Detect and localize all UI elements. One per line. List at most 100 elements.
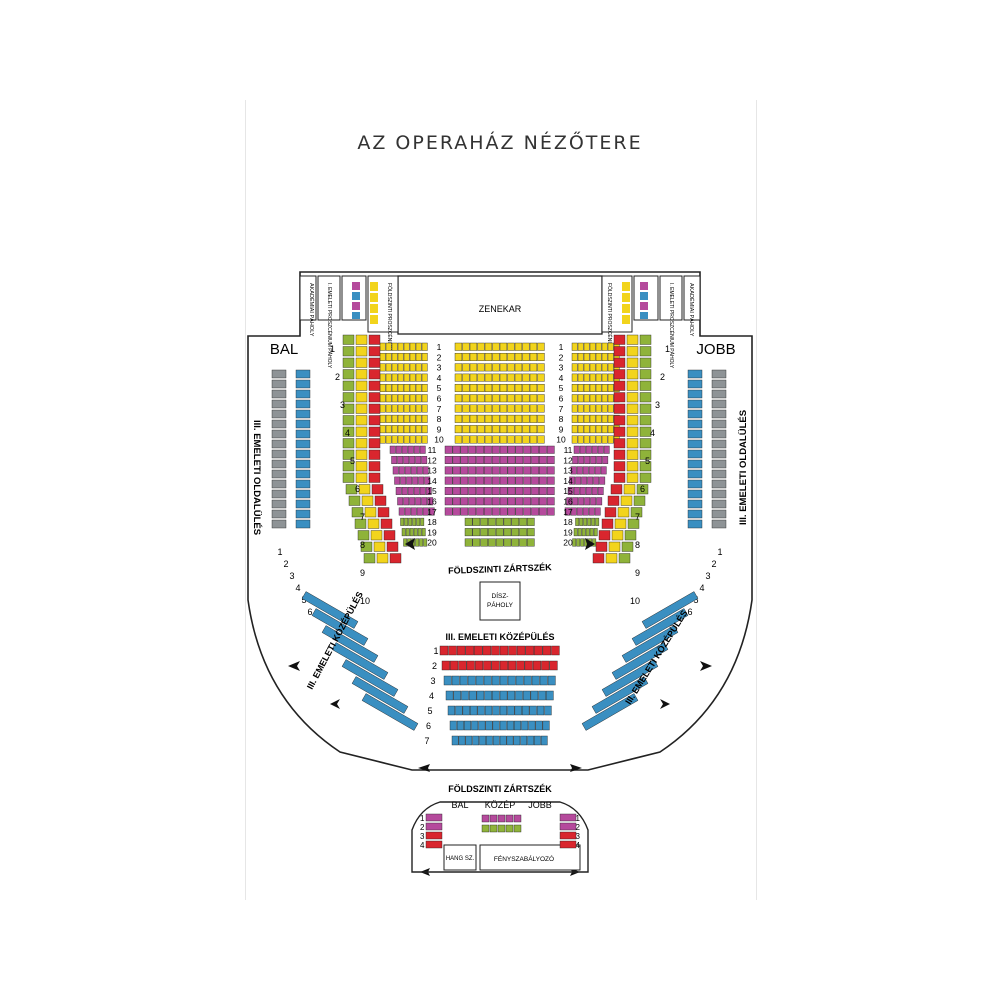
seat[interactable] (444, 507, 453, 516)
seat[interactable] (539, 476, 547, 485)
seat[interactable] (507, 497, 516, 506)
seat[interactable] (415, 425, 422, 434)
seat[interactable] (484, 476, 492, 485)
seat[interactable] (594, 466, 601, 475)
seat[interactable] (607, 342, 614, 351)
box-seat[interactable] (639, 369, 652, 380)
box-seat[interactable] (613, 426, 626, 437)
seat[interactable] (409, 342, 416, 351)
seat[interactable] (462, 353, 470, 361)
seat[interactable] (499, 476, 508, 485)
seat[interactable] (469, 373, 478, 382)
seat[interactable] (423, 538, 428, 547)
gallery-seat[interactable] (271, 459, 287, 469)
seat[interactable] (507, 435, 515, 444)
seat[interactable] (539, 497, 547, 506)
seat[interactable] (599, 476, 606, 485)
seat[interactable] (403, 363, 410, 372)
balcony-seat[interactable] (455, 705, 463, 716)
seat[interactable] (462, 384, 470, 392)
seat[interactable] (514, 425, 523, 434)
seat[interactable] (415, 435, 422, 444)
balcony-seat[interactable] (528, 720, 536, 731)
seat[interactable] (597, 487, 604, 495)
balcony-seat[interactable] (514, 720, 522, 731)
seat[interactable] (589, 384, 596, 392)
gallery-seat[interactable] (687, 509, 703, 519)
box-seat[interactable] (342, 357, 355, 368)
seat[interactable] (519, 538, 527, 547)
seat[interactable] (601, 353, 608, 361)
balcony-seat[interactable] (456, 720, 464, 731)
seat[interactable] (484, 487, 492, 495)
seat[interactable] (577, 353, 584, 361)
seat[interactable] (607, 373, 614, 382)
seat[interactable] (531, 497, 539, 506)
seat[interactable] (391, 404, 398, 413)
seat[interactable] (409, 414, 416, 423)
balcony-seat[interactable] (492, 720, 500, 731)
seat[interactable] (515, 456, 524, 464)
seat[interactable] (484, 414, 493, 423)
seat[interactable] (444, 497, 453, 506)
seat[interactable] (591, 445, 598, 454)
seat[interactable] (511, 538, 520, 547)
box-seat[interactable] (623, 484, 636, 495)
seat[interactable] (409, 435, 416, 444)
gallery-seat[interactable] (505, 814, 514, 823)
balcony-seat[interactable] (491, 675, 500, 686)
seat[interactable] (403, 353, 410, 361)
box-seat[interactable] (376, 553, 389, 564)
gallery-seat[interactable] (513, 824, 522, 833)
seat[interactable] (469, 435, 478, 444)
seat[interactable] (503, 528, 512, 537)
box-seat[interactable] (613, 438, 626, 449)
seat[interactable] (607, 394, 614, 403)
gallery-seat[interactable] (559, 840, 577, 849)
seat[interactable] (522, 394, 530, 403)
seat[interactable] (415, 384, 422, 392)
seat[interactable] (567, 487, 574, 495)
gallery-seat[interactable] (711, 439, 727, 449)
gallery-seat[interactable] (271, 399, 287, 409)
box-seat[interactable] (639, 380, 652, 391)
seat[interactable] (539, 456, 547, 464)
gallery-seat[interactable] (295, 379, 311, 389)
balcony-seat[interactable] (464, 720, 472, 731)
seat[interactable] (603, 445, 610, 454)
balcony-seat[interactable] (541, 660, 550, 671)
seat[interactable] (418, 476, 425, 485)
gallery-seat[interactable] (687, 379, 703, 389)
seat[interactable] (507, 445, 516, 454)
seat[interactable] (462, 394, 470, 403)
seat[interactable] (398, 466, 405, 475)
seat[interactable] (395, 487, 402, 495)
box-seat[interactable] (604, 507, 617, 518)
seat[interactable] (589, 373, 596, 382)
seat[interactable] (571, 414, 578, 423)
gallery-seat[interactable] (295, 439, 311, 449)
seat[interactable] (477, 342, 485, 351)
balcony-seat[interactable] (538, 690, 546, 701)
box-seat[interactable] (348, 495, 361, 506)
seat[interactable] (452, 456, 461, 464)
balcony-seat[interactable] (516, 660, 525, 671)
seat[interactable] (523, 507, 532, 516)
seat[interactable] (491, 476, 500, 485)
box-seat[interactable] (636, 484, 649, 495)
seat[interactable] (499, 487, 508, 495)
gallery-seat[interactable] (271, 369, 287, 379)
seat[interactable] (546, 445, 555, 454)
box-seat[interactable] (363, 553, 376, 564)
gallery-seat[interactable] (271, 389, 287, 399)
seat[interactable] (589, 363, 596, 372)
seat[interactable] (499, 497, 508, 506)
balcony-seat[interactable] (530, 690, 539, 701)
seat[interactable] (477, 384, 485, 392)
balcony-seat[interactable] (484, 690, 492, 701)
seat[interactable] (523, 456, 532, 464)
gallery-seat[interactable] (687, 469, 703, 479)
seat[interactable] (591, 487, 598, 495)
seat[interactable] (464, 517, 473, 526)
seat[interactable] (454, 435, 463, 444)
